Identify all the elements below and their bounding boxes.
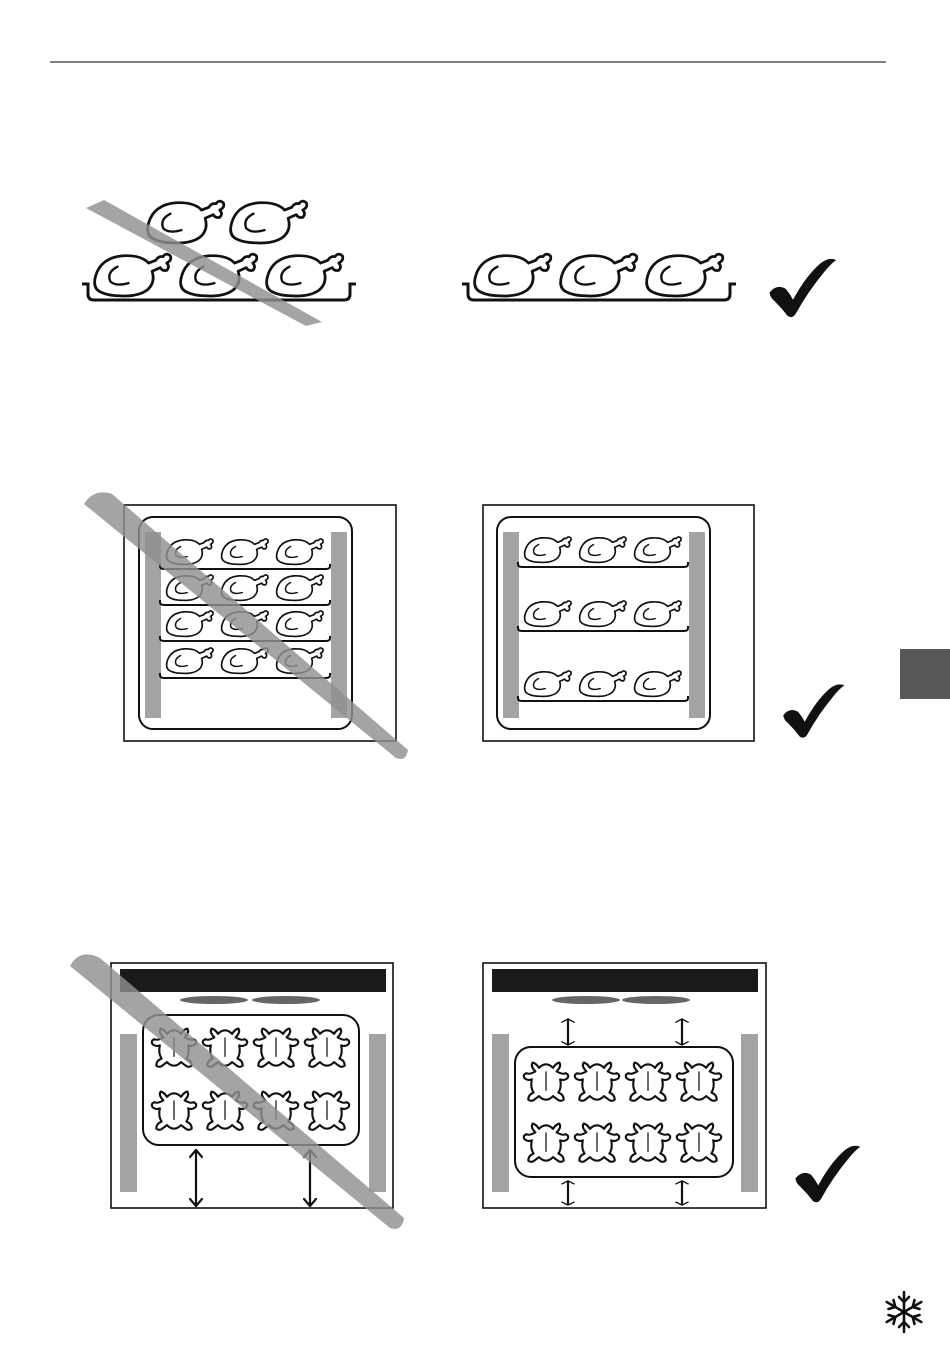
chicken-icon bbox=[95, 254, 171, 296]
side-rail-left bbox=[120, 1034, 137, 1192]
airflow-clearance-wrong bbox=[70, 954, 404, 1228]
chicken-icon bbox=[475, 254, 551, 296]
chicken-icon bbox=[561, 254, 637, 296]
shelf-loading-wrong bbox=[84, 492, 408, 759]
chicken-icon bbox=[267, 254, 343, 296]
tray-loading-right bbox=[462, 254, 836, 317]
fan bbox=[252, 996, 320, 1004]
chicken-icon bbox=[231, 201, 307, 243]
tray-loading-wrong bbox=[82, 200, 356, 326]
shelf-loading-right bbox=[483, 505, 844, 741]
side-rail-left bbox=[503, 532, 519, 718]
snowflake-icon bbox=[887, 1292, 922, 1332]
side-rail-right bbox=[741, 1034, 758, 1192]
check-icon bbox=[783, 684, 844, 737]
check-icon bbox=[796, 1146, 861, 1203]
side-rail-right bbox=[689, 532, 705, 718]
section-tab bbox=[900, 649, 950, 699]
lid-bar bbox=[492, 969, 758, 992]
oven-frame bbox=[111, 963, 393, 1208]
check-icon bbox=[770, 259, 837, 317]
chicken-icon bbox=[647, 254, 723, 296]
side-rail-right bbox=[369, 1034, 386, 1192]
lid-bar bbox=[120, 969, 386, 992]
airflow-clearance-right bbox=[483, 963, 860, 1208]
fan bbox=[552, 996, 620, 1004]
fan bbox=[622, 996, 690, 1004]
fan bbox=[180, 996, 248, 1004]
side-rail-left bbox=[492, 1034, 509, 1192]
